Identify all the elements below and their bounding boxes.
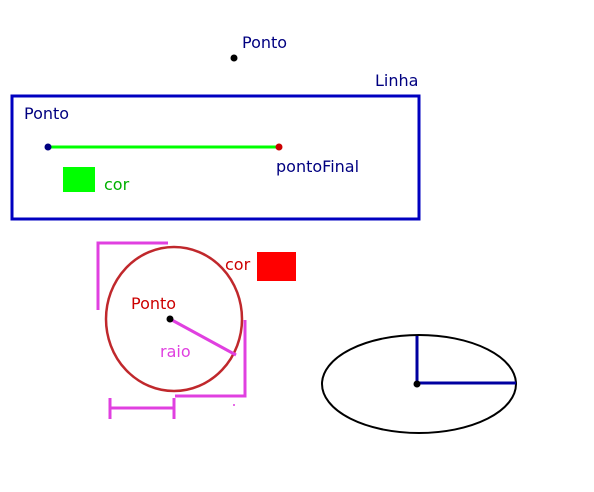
radius-segment (169, 317, 237, 357)
radius-label: raio (160, 342, 191, 361)
circle-center-dot (166, 315, 174, 323)
circle-center-label: Ponto (131, 294, 176, 313)
line-box-frame (10, 94, 421, 221)
red-circle (104, 245, 244, 393)
green-color-swatch (63, 167, 95, 192)
top-point-dot (230, 54, 238, 62)
magenta-bracket-bottom-right (175, 320, 247, 398)
line-start-label: Ponto (24, 104, 69, 123)
line-start-dot (44, 143, 52, 151)
stray-dot (233, 404, 235, 406)
line-color-label: cor (104, 175, 130, 194)
ellipse-center-dot (413, 380, 421, 388)
line-end-dot (275, 143, 283, 151)
magenta-bracket-top-left (96, 241, 168, 310)
top-point-label: Ponto (242, 33, 287, 52)
red-color-swatch (257, 252, 296, 281)
line-box-title: Linha (375, 71, 418, 90)
line-end-label: pontoFinal (276, 157, 359, 176)
circle-color-label: cor (225, 255, 251, 274)
